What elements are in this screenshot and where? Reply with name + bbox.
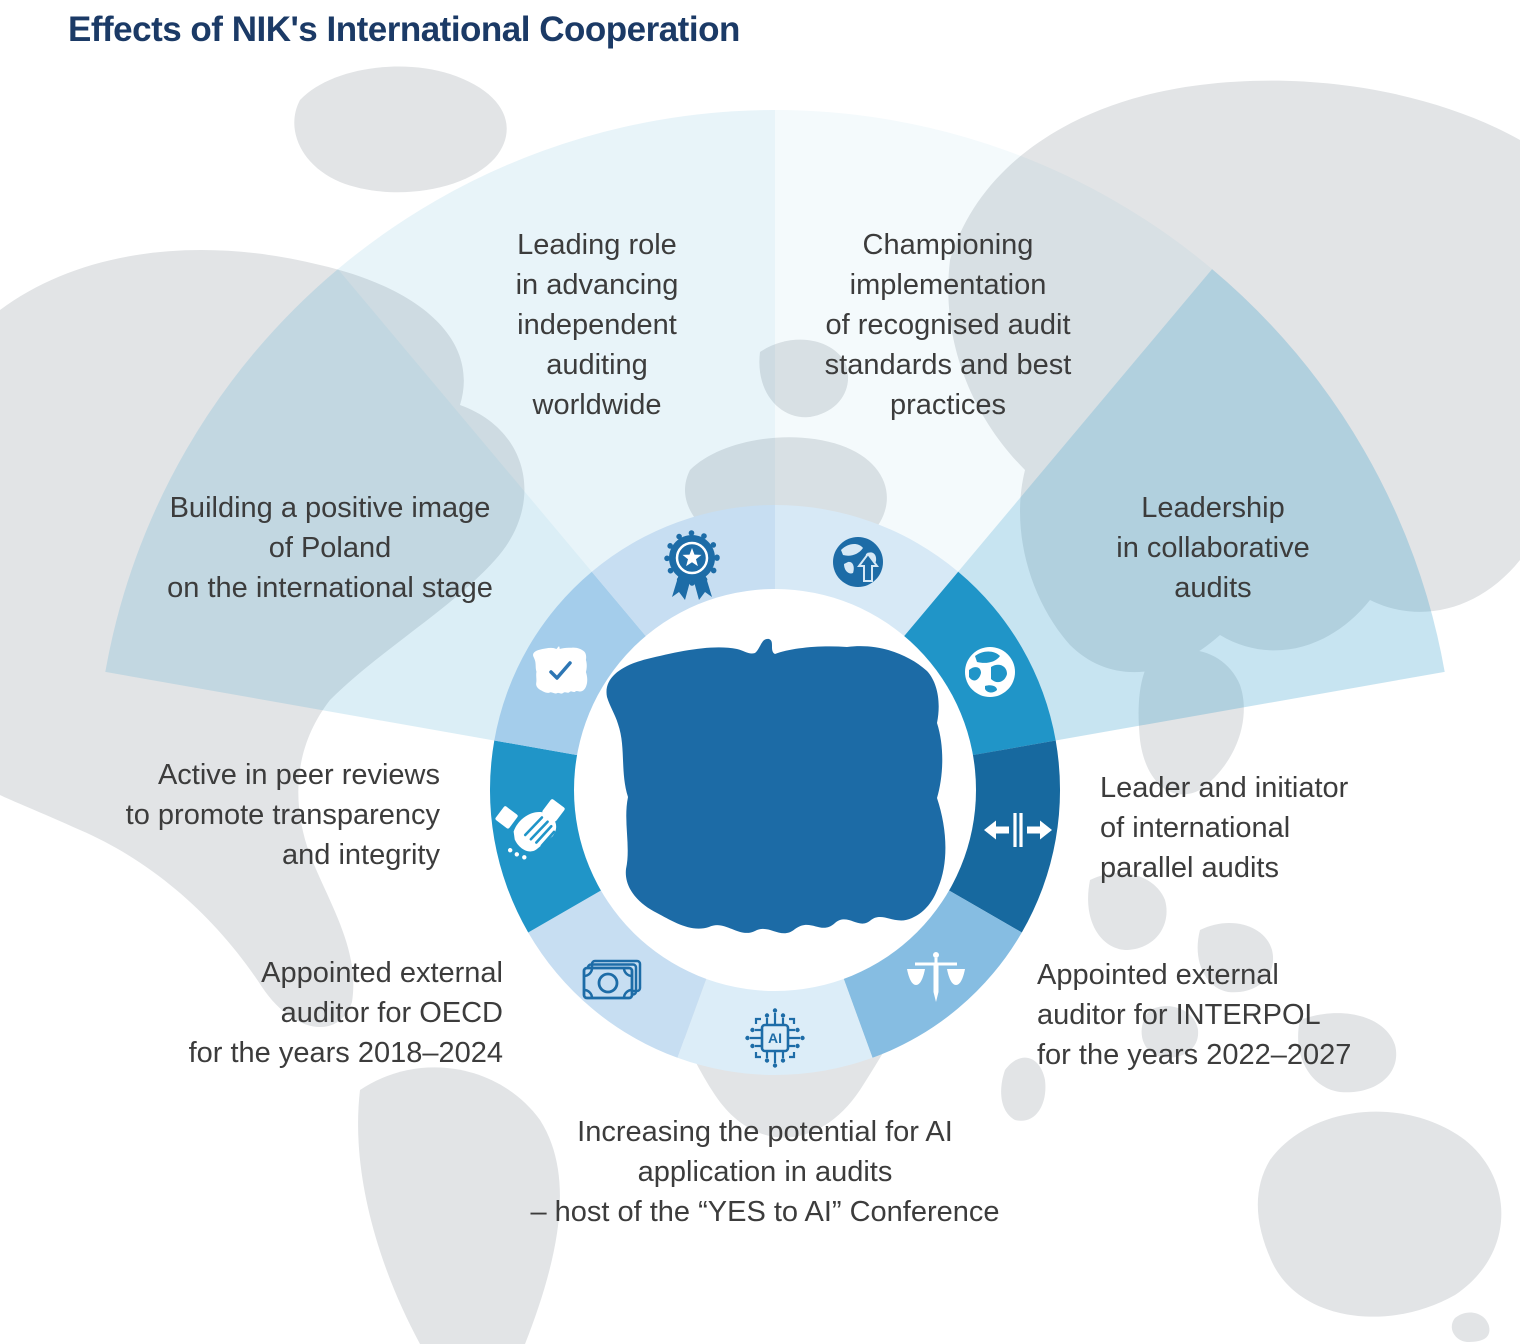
map-south-america — [358, 1067, 560, 1344]
segment-parallel-arrows — [948, 740, 1061, 933]
map-australia — [1257, 1111, 1502, 1317]
label-peer-reviews: Active in peer reviews to promote transp… — [125, 759, 440, 871]
map-sea-island-2 — [1197, 922, 1274, 993]
map-greenland — [294, 66, 507, 193]
label-championing: Championing implementation of recognised… — [824, 229, 1072, 421]
map-japan — [1447, 382, 1497, 446]
segment-scales — [843, 890, 1022, 1058]
segment-ai-chip — [677, 977, 873, 1075]
map-north-america — [0, 250, 525, 1028]
label-oecd: Appointed external auditor for OECD for … — [188, 957, 503, 1069]
label-positive-image: Building a positive image of Poland on t… — [167, 492, 493, 604]
globe-arrow-icon — [833, 537, 883, 587]
page-title: Effects of NIK's International Cooperati… — [68, 10, 740, 49]
label-ai-conference: Increasing the potential for AI applicat… — [530, 1116, 1000, 1228]
poland-map — [606, 638, 946, 934]
map-sea-island-4 — [1141, 1006, 1199, 1058]
map-asia — [948, 80, 1520, 673]
map-scandinavia — [759, 339, 849, 418]
poland-check-icon — [533, 646, 588, 694]
scales-sword-icon — [907, 952, 965, 1002]
parallel-arrows-icon — [984, 813, 1052, 847]
world-map-background — [0, 66, 1520, 1344]
ai-chip-label: AI — [768, 1030, 782, 1046]
label-leading-role: Leading role in advancing independent au… — [515, 229, 679, 421]
label-parallel-audits: Leader and initiator of international pa… — [1100, 772, 1349, 884]
award-medal-icon — [664, 530, 720, 600]
map-madagascar — [1001, 1057, 1046, 1121]
label-interpol: Appointed external auditor for INTERPOL … — [1037, 959, 1352, 1071]
globe-icon — [965, 647, 1015, 697]
map-new-zealand — [1451, 1312, 1490, 1342]
ai-chip-icon: AI — [745, 1008, 805, 1068]
map-india — [1138, 649, 1244, 795]
map-sea-island-3 — [1298, 1013, 1397, 1093]
label-leadership: Leadership in collaborative audits — [1116, 492, 1310, 604]
handshake-icon — [495, 799, 565, 860]
map-sea-island-1 — [1088, 872, 1167, 950]
banknotes-icon — [582, 959, 642, 1000]
